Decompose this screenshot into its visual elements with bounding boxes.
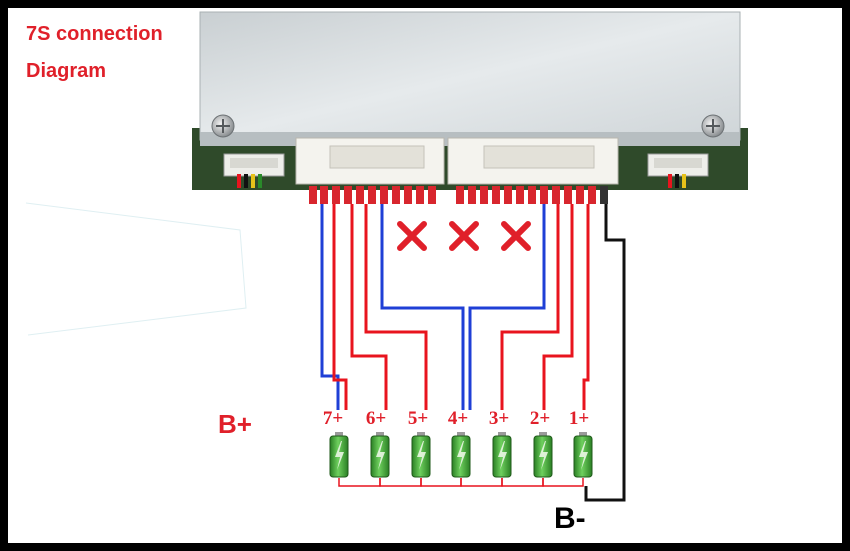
connector-pin <box>428 186 436 204</box>
battery-pack <box>329 432 593 487</box>
red-balance-wire <box>364 204 428 410</box>
connector-pin <box>344 186 352 204</box>
connector-pin <box>576 186 584 204</box>
battery-icon <box>533 432 553 478</box>
red-balance-wire <box>332 204 348 410</box>
faint-outline <box>25 202 247 336</box>
cell-label: 6+ <box>365 408 387 429</box>
connector-pin <box>492 186 500 204</box>
connector-pin <box>552 186 560 204</box>
connector-pin <box>564 186 572 204</box>
battery-icon <box>370 432 390 478</box>
bms-board <box>192 11 748 204</box>
connector-pin <box>540 186 548 204</box>
connector-pin <box>416 186 424 204</box>
cell-label: 4+ <box>447 408 469 429</box>
red-x-icon <box>397 221 427 251</box>
connector-pin <box>516 186 524 204</box>
red-x-icon <box>449 221 479 251</box>
connector-pins <box>309 186 608 204</box>
cell-label: 1+ <box>568 408 590 429</box>
connector-pin <box>356 186 364 204</box>
diagram-title-line2: Diagram <box>26 60 107 82</box>
screw-icon <box>701 114 725 138</box>
connector-pin <box>528 186 536 204</box>
connector-pin <box>600 186 608 204</box>
connector-pin <box>504 186 512 204</box>
battery-icon <box>329 432 349 478</box>
red-x-icon <box>501 221 531 251</box>
left-side-connector <box>223 153 285 188</box>
battery-icon <box>411 432 431 478</box>
balance-connector-left <box>295 137 445 185</box>
screw-icon <box>211 114 235 138</box>
blue-balance-wire <box>320 204 340 410</box>
series-link <box>420 478 462 487</box>
diagram-title: 7S connection <box>26 23 163 45</box>
blue-balance-wire <box>468 204 546 410</box>
cell-label: 2+ <box>529 408 551 429</box>
connector-pin <box>332 186 340 204</box>
unused-pin-markers <box>397 221 531 251</box>
connector-pin <box>320 186 328 204</box>
b-minus-label: B- <box>554 502 586 535</box>
connector-pin <box>380 186 388 204</box>
series-link <box>542 478 584 487</box>
connector-pin <box>368 186 376 204</box>
connector-pin <box>468 186 476 204</box>
balance-connector-right <box>447 137 619 185</box>
battery-icon <box>451 432 471 478</box>
connector-pin <box>456 186 464 204</box>
series-link <box>460 478 503 487</box>
red-balance-wire <box>542 204 574 410</box>
connector-pin <box>480 186 488 204</box>
blue-balance-wire <box>380 204 465 410</box>
battery-icon <box>573 432 593 478</box>
red-balance-wire <box>500 204 560 410</box>
diagram-frame: 7S connection Diagram B+ B- 7+ 6+ 5+ 4+ … <box>8 8 842 543</box>
aluminum-plate <box>199 11 741 141</box>
connector-pin <box>392 186 400 204</box>
series-link <box>338 478 381 487</box>
cell-label: 5+ <box>407 408 429 429</box>
cell-label: 3+ <box>488 408 510 429</box>
red-balance-wire <box>582 204 590 410</box>
series-link <box>501 478 544 487</box>
connector-pin <box>404 186 412 204</box>
series-link <box>379 478 422 487</box>
right-side-connector <box>647 153 709 188</box>
cell-label: 7+ <box>322 408 344 429</box>
connector-pin <box>588 186 596 204</box>
wiring-diagram <box>25 11 748 502</box>
connector-pin <box>309 186 317 204</box>
b-plus-label: B+ <box>218 409 252 439</box>
black-balance-wire <box>584 204 626 502</box>
battery-icon <box>492 432 512 478</box>
red-balance-wire <box>350 204 388 410</box>
balance-wires <box>320 204 626 502</box>
